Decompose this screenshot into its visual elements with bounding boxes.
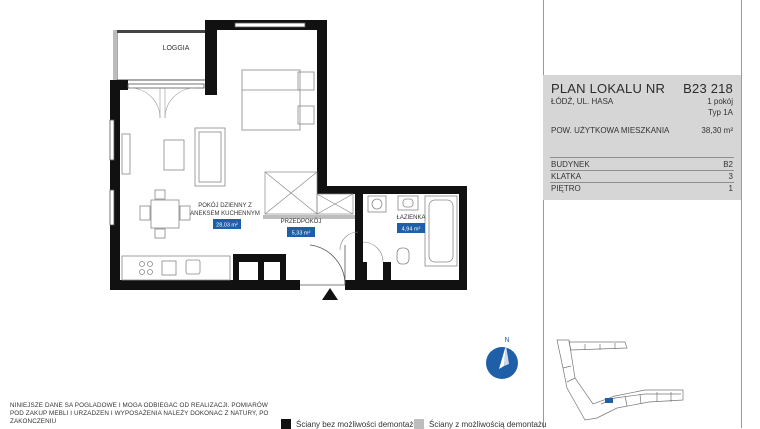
compass-north-label: N [504,337,509,344]
hall-name: PRZEDPOKÓJ [281,218,322,225]
removable-walls [263,215,355,219]
compass: N [486,337,518,379]
legend-removable-label: Ściany z możliwością demontażu [429,420,547,429]
detail-value-floor: 1 [728,184,733,193]
living-room-name-1: POKÓJ DZIENNY Z [198,202,252,209]
detail-label-floor: PIĘTRO [551,184,581,193]
detail-label-staircase: KLATKA [551,172,582,181]
disclaimer: NINIEJSZE DANE SA POGLADOWE I MOGA ODBIE… [10,402,269,425]
legend-removable-swatch [414,419,424,429]
dining-set [139,189,191,239]
entrance-door [300,244,346,286]
wardrobe [264,171,354,215]
bathroom-area-badge [397,223,425,233]
unit-number: B23 218 [683,81,733,96]
bathroom-name: ŁAZIENKA [396,215,425,221]
living-area-value: 28,03 m² [216,223,238,229]
living-room-name-2: ANEKSEM KUCHENNYM [190,211,260,217]
loggia: LOGGIA [113,30,208,82]
floor-plan: LOGGIA [109,20,467,300]
sofa [163,127,226,187]
info-panel: PLAN LOKALU NR B23 218 ŁÓDŹ, UL. HASA 1 … [543,75,741,200]
frame-divider [543,0,544,428]
divider [550,157,734,158]
entrance-arrow [322,288,338,300]
detail-value-building: B2 [723,160,733,169]
frame-border [741,0,742,428]
tv-unit [121,133,131,175]
bed [241,69,315,131]
plan-title: PLAN LOKALU NR [551,81,666,96]
legend-fixed-swatch [281,419,291,429]
living-area-badge [213,219,241,229]
loggia-door-swing [129,87,161,119]
hall-area-value: 5,33 m² [292,231,311,237]
legend-fixed-label: Ściany bez możliwości demontażu [296,420,418,429]
kitchen [121,255,231,281]
area-value: 38,30 m² [701,126,733,135]
detail-value-staircase: 3 [728,172,733,181]
unit-type: Typ 1A [708,108,733,117]
detail-label-building: BUDYNEK [551,160,590,169]
room-count: 1 pokój [707,97,733,106]
hall-area-badge [287,227,315,237]
loggia-label: LOGGIA [163,45,190,52]
address: ŁÓDŹ, UL. HASA [551,97,614,106]
area-label: POW. UŻYTKOWA MIESZKANIA [551,126,670,135]
bathroom-area-value: 4,94 m² [402,227,421,233]
unit-location-marker [605,398,613,403]
fixed-walls [110,20,467,290]
building-minimap [556,339,684,421]
windows [109,22,306,226]
